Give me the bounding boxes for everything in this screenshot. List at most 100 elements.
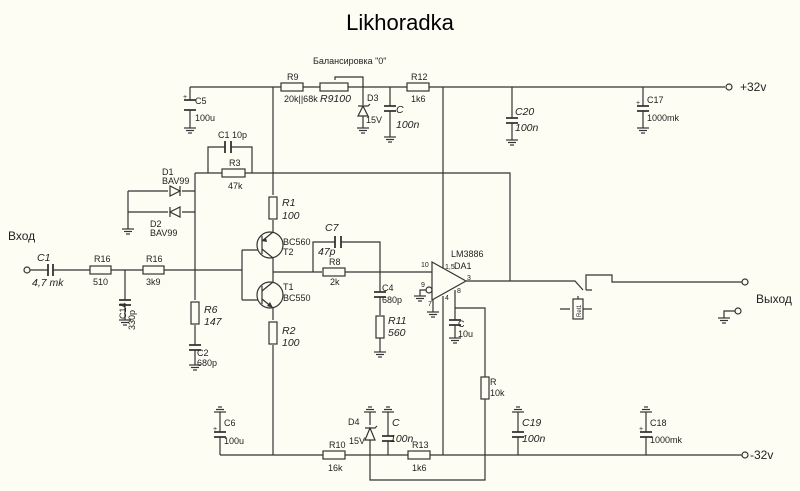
component-label: 4 — [445, 295, 449, 302]
component-label: Rel1 — [577, 304, 583, 317]
svg-text:+: + — [639, 426, 643, 433]
relay-coil-rel1 — [572, 298, 584, 320]
component-label: 1k6 — [412, 463, 427, 473]
component-label: R8 — [329, 257, 341, 267]
component-label: 1k6 — [411, 94, 426, 104]
component-label: 560 — [388, 327, 406, 339]
diode-d2 — [168, 206, 181, 218]
component-label: C19 — [522, 417, 541, 429]
resistor-r — [480, 376, 490, 400]
component-label: DA1 — [454, 261, 472, 271]
component-label: 2k — [330, 277, 340, 287]
transistor-t1 — [256, 281, 284, 309]
output-terminal — [741, 278, 749, 286]
component-label: R16 — [94, 254, 111, 264]
component-label: T2 — [283, 247, 294, 257]
output-label: Выход — [756, 292, 792, 306]
component-label: R1 — [282, 197, 295, 209]
component-label: C1 — [37, 252, 50, 264]
component-label: C14 — [118, 302, 128, 319]
component-label: 10u — [458, 329, 473, 339]
component-label: T1 — [283, 282, 294, 292]
component-label: 4,7 mk — [32, 277, 64, 289]
component-label: 100 — [282, 337, 300, 349]
component-label: 100n — [522, 433, 546, 445]
vneg-label: -32v — [750, 448, 773, 462]
component-label: 330p — [127, 310, 137, 330]
component-label: 3k9 — [146, 277, 161, 287]
component-label: R13 — [412, 440, 429, 450]
component-label: D3 — [367, 93, 379, 103]
resistors — [89, 82, 584, 460]
component-label: R10 — [329, 440, 346, 450]
resistor-r3 — [221, 168, 246, 178]
vpos-terminal — [725, 83, 733, 91]
component-label: 100n — [390, 433, 414, 445]
resistor-r6 — [190, 301, 200, 325]
component-label: D1 — [162, 167, 174, 177]
zener-d4 — [364, 425, 378, 441]
component-label: 10k — [490, 388, 505, 398]
resistor-r10 — [322, 450, 346, 460]
component-label: BC550 — [283, 293, 311, 303]
component-label: R — [490, 377, 497, 387]
resistor-r16b — [142, 265, 165, 275]
component-label: 10 — [421, 262, 429, 269]
diode-d1 — [169, 185, 182, 197]
component-label: R2 — [282, 325, 296, 337]
balance-label: Балансировка "0" — [313, 56, 387, 66]
polarity-marks: ++ ++ — [183, 94, 643, 433]
resistor-r12 — [406, 82, 430, 92]
component-label: 680p — [197, 358, 217, 368]
component-label: 9 — [421, 282, 425, 289]
component-label: 100n — [396, 119, 420, 131]
input-terminal — [23, 266, 31, 274]
svg-text:+: + — [183, 94, 187, 101]
labels: Балансировка "0" Вход Выход +32v -32v C 5… — [8, 56, 792, 473]
component-label: C — [396, 104, 404, 116]
component-label: C20 — [515, 106, 534, 118]
component-label: 1,5 — [445, 264, 455, 271]
component-label: 1000mk — [647, 113, 680, 123]
component-label: 7 — [428, 301, 432, 308]
component-label: D4 — [348, 417, 360, 427]
vpos-label: +32v — [740, 80, 766, 94]
wires — [30, 76, 742, 481]
component-label: BAV99 — [150, 228, 177, 238]
component-label: 15V — [349, 436, 365, 446]
input-label: Вход — [8, 229, 35, 243]
component-label: 15V — [366, 115, 382, 125]
component-label: 1000mk — [650, 435, 683, 445]
diodes — [168, 103, 378, 441]
resistor-r16a — [89, 265, 112, 275]
component-label: 100 — [282, 210, 300, 222]
resistor-r1 — [268, 196, 278, 220]
component-label: R16 — [146, 254, 163, 264]
component-label: 147 — [204, 316, 223, 328]
component-label: R6 — [204, 304, 218, 316]
svg-text:+: + — [636, 100, 640, 107]
component-label: 20k||68k — [284, 94, 318, 104]
component-label: 510 — [93, 277, 108, 287]
resistor-r8 — [322, 267, 346, 277]
title: Likhoradka — [346, 10, 454, 35]
component-label: R12 — [411, 72, 428, 82]
opamp-lm3886 — [425, 260, 468, 302]
transistor-t2 — [256, 231, 284, 259]
vneg-terminal — [741, 451, 749, 459]
component-label: C4 — [382, 283, 394, 293]
component-label: BAV99 — [162, 176, 189, 186]
component-label: C17 — [647, 95, 664, 105]
component-label: 100n — [515, 122, 539, 134]
component-label: R9 — [287, 72, 299, 82]
component-label: C7 — [325, 222, 340, 234]
component-label: C — [458, 319, 465, 329]
component-label: 100u — [224, 436, 244, 446]
potentiometer-r9 — [319, 82, 349, 92]
component-label: C2 — [197, 348, 209, 358]
zener-d3 — [357, 103, 371, 117]
capacitors — [47, 99, 652, 442]
component-label: 8 — [457, 288, 461, 295]
